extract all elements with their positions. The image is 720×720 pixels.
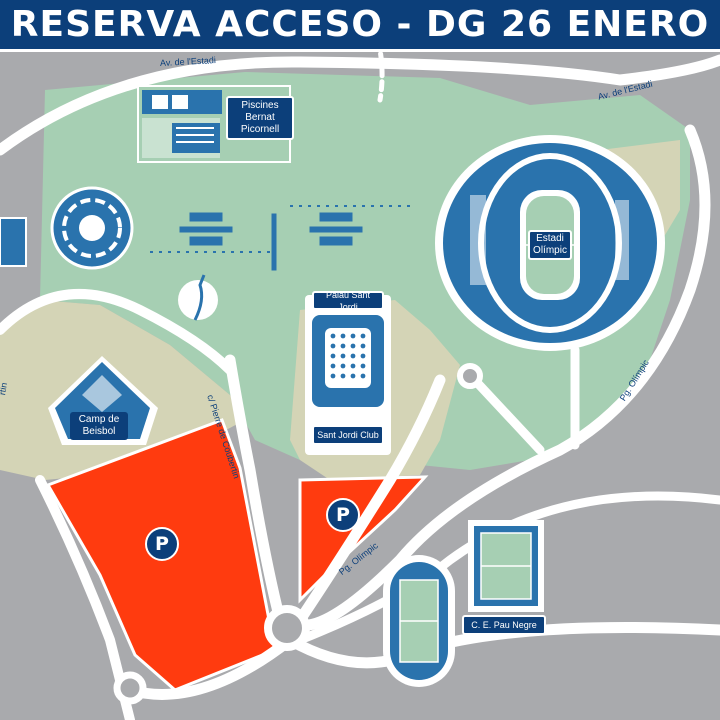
roundabout-upper (457, 363, 483, 389)
parking-badge-center[interactable]: P (326, 498, 360, 532)
road-lower-right (295, 491, 720, 645)
roundabout-main (264, 605, 310, 651)
label-sant-jordi-club[interactable]: Sant Jordi Club (312, 425, 384, 445)
parking-badge-left[interactable]: P (145, 527, 179, 561)
court-structures (150, 205, 410, 271)
circular-building (50, 186, 134, 270)
header-title: RESERVA ACCESO - DG 26 ENERO (10, 4, 710, 45)
left-edge-building (0, 217, 27, 267)
roundabout-bottom-left (113, 671, 147, 705)
palau-sant-jordi (305, 295, 391, 455)
road-bottom (124, 622, 720, 700)
road-right-spur (465, 370, 545, 455)
road-outer-ring (294, 124, 711, 631)
road-coubertin (224, 354, 286, 626)
torch-monument (178, 274, 218, 321)
roads (0, 37, 720, 720)
label-piscines[interactable]: Piscines Bernat Picornell (226, 96, 294, 140)
running-track (383, 555, 455, 687)
label-estadi-olimpic[interactable]: Estadi Olímpic (528, 230, 572, 260)
hockey-field (468, 520, 544, 612)
road-pg-olimpic (294, 374, 446, 626)
label-pau-negre[interactable]: C. E. Pau Negre (462, 615, 546, 635)
label-palau-sant-jordi[interactable]: Palau Sant Jordi (312, 290, 384, 312)
road-av-estadi (0, 54, 720, 156)
header-bar: RESERVA ACCESO - DG 26 ENERO (0, 0, 720, 52)
label-camp-de-beisbol[interactable]: Camp de Beisbol (70, 412, 128, 440)
road-left-loop (0, 289, 235, 375)
